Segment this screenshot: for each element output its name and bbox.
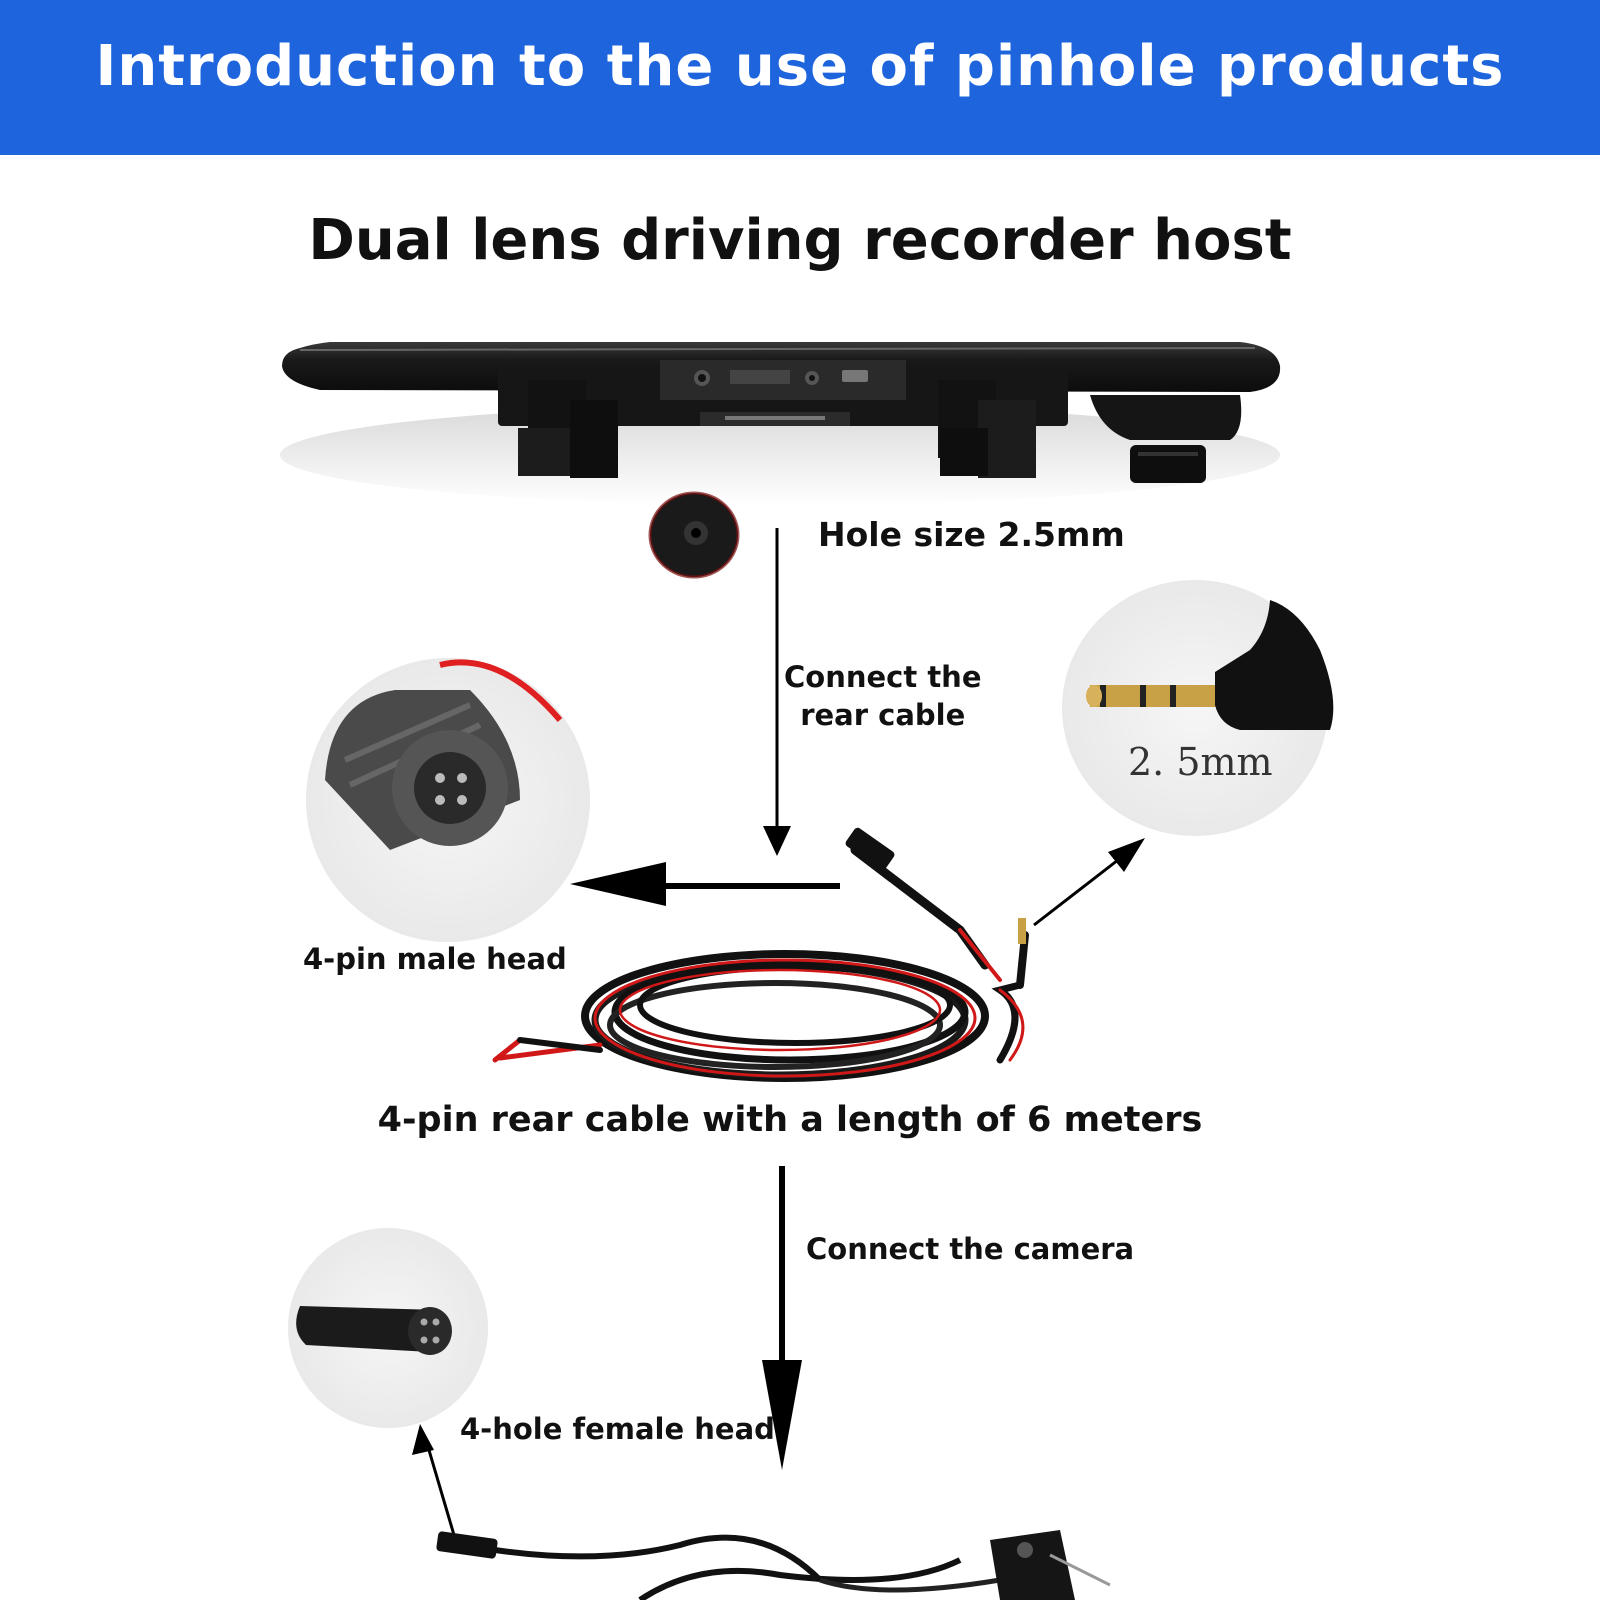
jack-size-label: 2. 5mm	[1128, 740, 1273, 784]
4-pin-male-connector-icon	[306, 658, 590, 942]
arrow-connect-camera	[762, 1166, 802, 1470]
connect-rear-line-1: Connect the	[784, 660, 982, 694]
arrow-to-jack	[1033, 838, 1145, 927]
arrow-to-male-head	[570, 862, 840, 906]
cable-coil-icon	[492, 827, 1029, 1082]
arrow-to-female-head	[412, 1424, 456, 1536]
connect-rear-cable-label: Connect the rear cable	[784, 658, 982, 734]
arrow-connect-rear-cable	[763, 528, 791, 856]
male-head-label: 4-pin male head	[303, 942, 567, 976]
page-title: Introduction to the use of pinhole produ…	[95, 34, 1505, 99]
rear-camera-icon	[436, 1530, 1111, 1600]
audio-jack-2-5mm-icon	[1062, 580, 1334, 836]
header-banner: Introduction to the use of pinhole produ…	[0, 0, 1600, 155]
4-hole-female-connector-icon	[288, 1228, 488, 1428]
connect-rear-line-2: rear cable	[800, 698, 966, 732]
female-head-label: 4-hole female head	[460, 1412, 775, 1446]
rear-cable-label: 4-pin rear cable with a length of 6 mete…	[377, 1100, 1203, 1140]
hole-size-label: Hole size 2.5mm	[818, 515, 1125, 554]
section-title: Dual lens driving recorder host	[308, 208, 1292, 273]
rear-view-mirror-recorder-icon	[282, 342, 1281, 483]
pinhole-lens-icon	[648, 491, 740, 579]
connect-camera-label: Connect the camera	[806, 1232, 1135, 1266]
